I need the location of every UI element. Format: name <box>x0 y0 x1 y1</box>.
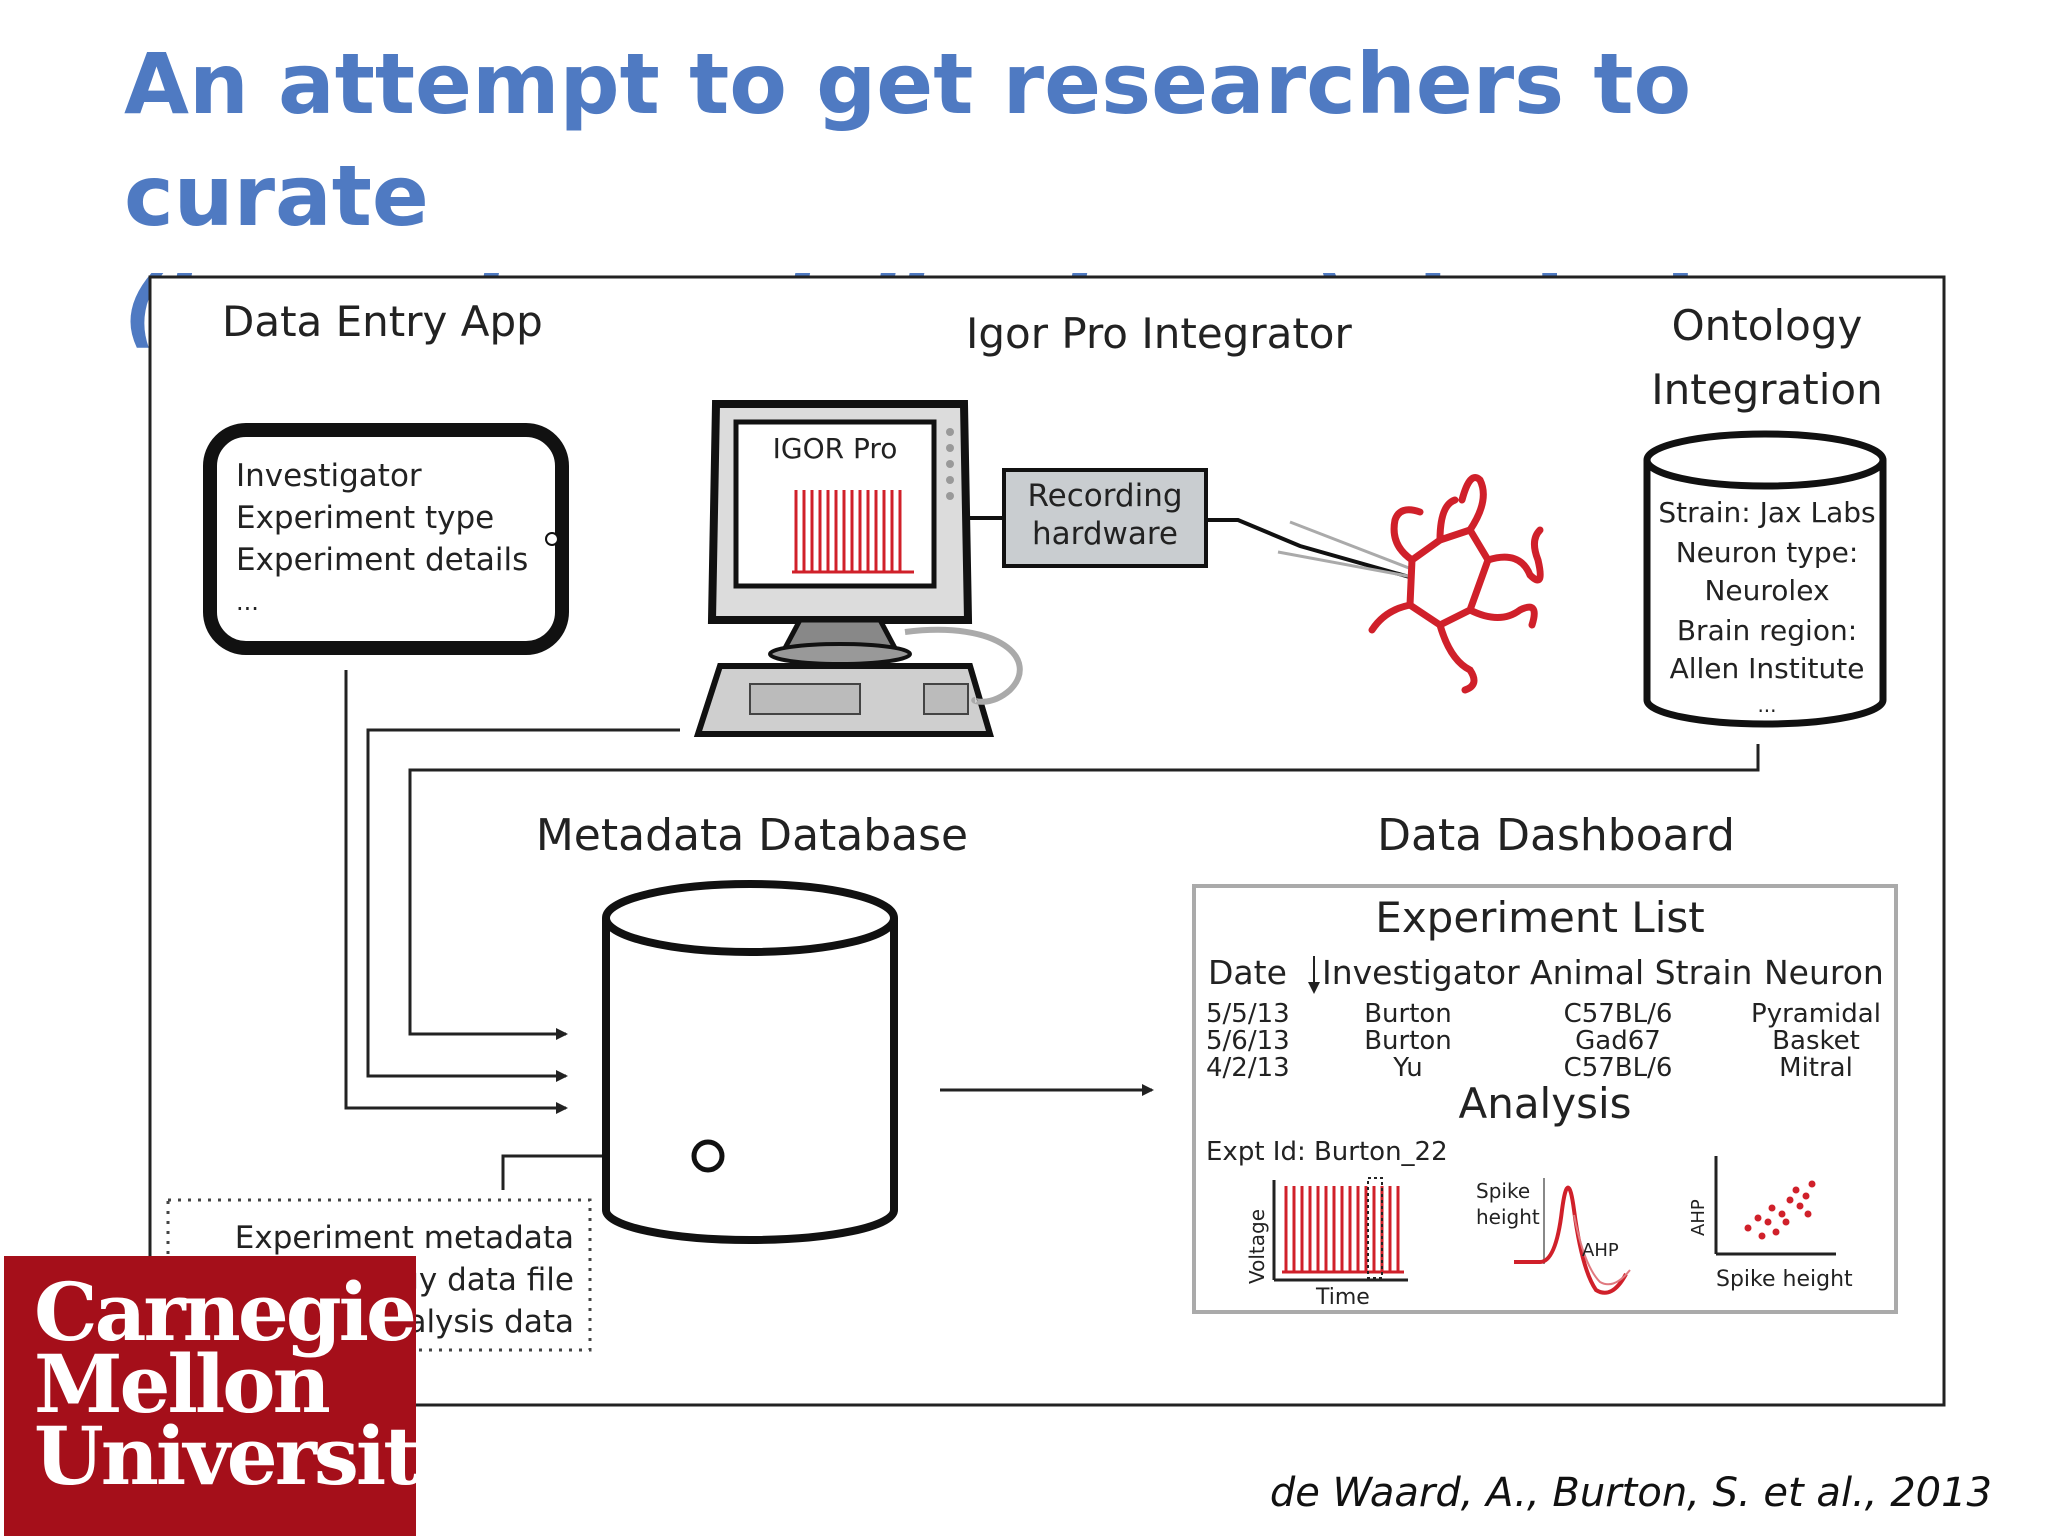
scatter-dot <box>1792 1186 1800 1194</box>
scatter-plot: AHP Spike height <box>1688 1156 1853 1292</box>
voltage-trace <box>1282 1186 1404 1274</box>
recording-hardware-line1: Recording <box>1027 478 1182 514</box>
recording-hardware-line2: hardware <box>1032 516 1178 552</box>
scatter-dot <box>1786 1196 1794 1204</box>
ontology-title-line1: Ontology <box>1672 301 1863 350</box>
col-investigator: Investigator <box>1322 953 1520 992</box>
igor-title: Igor Pro Integrator <box>966 309 1352 358</box>
row-neuron: Pyramidal <box>1751 999 1881 1029</box>
data-entry-title: Data Entry App <box>222 297 543 346</box>
row-neuron: Basket <box>1772 1026 1860 1056</box>
spike-waveform <box>1514 1185 1628 1295</box>
monitor-base <box>768 642 912 666</box>
row-date: 5/5/13 <box>1206 999 1290 1029</box>
spike-selection-box <box>1367 1177 1383 1279</box>
igor-trace <box>792 490 914 574</box>
scatter-dot <box>1804 1210 1812 1218</box>
electrode-cable <box>1206 518 1421 582</box>
expt-id: Expt Id: Burton_22 <box>1206 1137 1448 1167</box>
spike-height-axis-label: Spike height <box>1716 1267 1853 1292</box>
col-date: Date <box>1208 953 1287 992</box>
ontology-title-line2: Integration <box>1651 365 1882 414</box>
metadata-db-cylinder-top <box>602 880 898 956</box>
ontology-strain: Strain: Jax Labs <box>1658 496 1875 529</box>
citation: de Waard, A., Burton, S. et al., 2013 <box>1269 1470 1992 1516</box>
files-line3: nalysis data <box>388 1304 574 1340</box>
metadata-db-port <box>691 1139 725 1173</box>
igor-screen-label: IGOR Pro <box>773 432 898 465</box>
spike-height-label-2: height <box>1476 1205 1540 1229</box>
logo-line-1: Carnegie <box>34 1265 417 1359</box>
monitor-indicator-lights <box>946 428 954 500</box>
analysis-title: Analysis <box>1458 1079 1631 1128</box>
row-strain: C57BL/6 <box>1564 999 1673 1029</box>
voltage-label: Voltage <box>1245 1209 1269 1284</box>
metadata-db-title: Metadata Database <box>536 810 968 861</box>
field-more: ... <box>236 588 259 616</box>
cmu-logo: Carnegie Mellon University <box>4 1256 464 1536</box>
spike-waveform-echo <box>1573 1214 1631 1286</box>
logo-line-3: University <box>34 1409 464 1503</box>
scatter-dot <box>1754 1214 1762 1222</box>
field-experiment-type: Experiment type <box>236 500 494 536</box>
keyboard-key-block <box>749 683 861 715</box>
row-investigator: Burton <box>1364 1026 1452 1056</box>
scatter-points <box>1744 1180 1816 1240</box>
spike-height-label-1: Spike <box>1476 1179 1530 1203</box>
scatter-dot <box>1782 1218 1790 1226</box>
row-neuron: Mitral <box>1779 1053 1853 1083</box>
scatter-dot <box>1778 1210 1786 1218</box>
ontology-neuron-type: Neuron type: <box>1676 536 1859 569</box>
scatter-dot <box>1758 1232 1766 1240</box>
scatter-dot <box>1764 1218 1772 1226</box>
ahp-axis-label: AHP <box>1688 1199 1709 1236</box>
ahp-label: AHP <box>1582 1240 1619 1261</box>
experiment-list-rows: 5/5/135/6/134/2/13BurtonBurtonYuC57BL/6G… <box>1206 999 1881 1083</box>
files-line1: Experiment metadata <box>235 1220 574 1256</box>
row-strain: C57BL/6 <box>1564 1053 1673 1083</box>
logo-line-2: Mellon <box>34 1337 331 1431</box>
col-animal-strain: Animal Strain <box>1530 953 1752 992</box>
files-line2: gy data file <box>399 1262 574 1298</box>
row-date: 5/6/13 <box>1206 1026 1290 1056</box>
scatter-dot <box>1802 1192 1810 1200</box>
title-line-1: An attempt to get researchers to curate <box>124 35 1692 245</box>
field-experiment-details: Experiment details <box>236 542 528 578</box>
keyboard-numpad <box>923 683 969 715</box>
time-label: Time <box>1315 1285 1370 1310</box>
col-neuron: Neuron <box>1764 953 1884 992</box>
scatter-dot <box>1768 1204 1776 1212</box>
dashboard-title: Data Dashboard <box>1377 810 1735 861</box>
ontology-cylinder-top <box>1643 430 1887 490</box>
row-strain: Gad67 <box>1575 1026 1661 1056</box>
scatter-dot <box>1808 1180 1816 1188</box>
mouse-cable <box>904 626 1023 705</box>
ontology-neurolex: Neurolex <box>1704 574 1829 607</box>
field-investigator: Investigator <box>236 458 422 494</box>
tablet-device <box>203 423 569 655</box>
tablet-button-icon <box>545 532 559 546</box>
neuron-icon <box>1368 474 1544 694</box>
voltage-plot: Voltage Time <box>1245 1177 1408 1310</box>
metadata-db-cylinder <box>602 918 898 1244</box>
ontology-more: ... <box>1757 693 1776 717</box>
row-investigator: Yu <box>1392 1053 1422 1083</box>
row-investigator: Burton <box>1364 999 1452 1029</box>
recording-hardware-box <box>1002 468 1208 568</box>
row-date: 4/2/13 <box>1206 1053 1290 1083</box>
connector-lines <box>344 670 1760 1190</box>
ontology-cylinder <box>1643 460 1887 728</box>
scatter-dot <box>1744 1224 1752 1232</box>
ontology-allen: Allen Institute <box>1670 652 1865 685</box>
scatter-dot <box>1796 1202 1804 1210</box>
experiment-list-title: Experiment List <box>1375 893 1704 942</box>
scatter-dot <box>1772 1228 1780 1236</box>
spike-waveform-plot: Spike height AHP <box>1476 1178 1631 1295</box>
ontology-brain-region: Brain region: <box>1677 614 1857 647</box>
